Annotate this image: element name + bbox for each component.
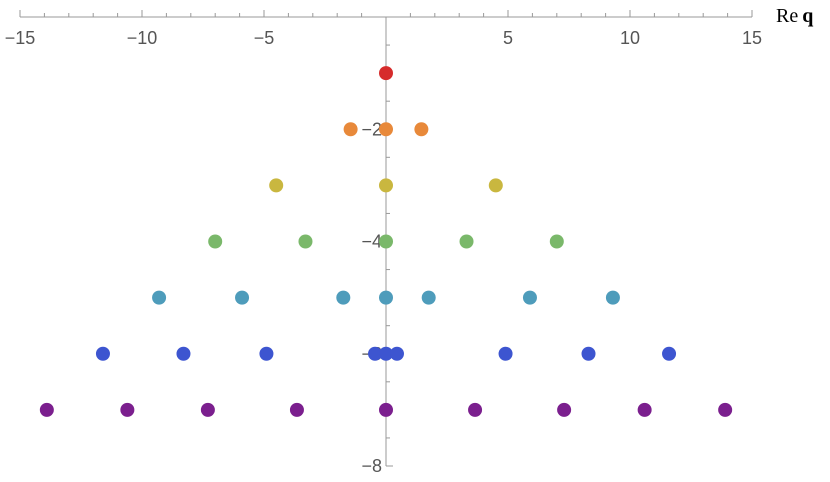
data-point [662, 346, 677, 361]
x-tick-label: 5 [503, 28, 513, 48]
data-point [637, 402, 652, 417]
y-tick-label: −4 [361, 232, 382, 252]
data-point [379, 122, 393, 137]
data-point [498, 346, 513, 361]
data-point [718, 402, 733, 417]
data-point [468, 402, 483, 417]
data-point [379, 346, 393, 361]
data-point [259, 346, 274, 361]
x-tick-label: −10 [127, 28, 158, 48]
data-point [152, 290, 167, 305]
data-point [208, 234, 223, 249]
data-point [269, 178, 284, 193]
data-point [557, 402, 572, 417]
data-point [39, 402, 54, 417]
data-point [379, 290, 393, 305]
data-point [200, 402, 215, 417]
data-point [176, 346, 191, 361]
data-point [549, 234, 564, 249]
data-point [298, 234, 313, 249]
data-point [379, 66, 393, 81]
data-point [289, 402, 304, 417]
x-tick-label: −5 [254, 28, 275, 48]
x-axis-label-symbol: q [802, 5, 813, 27]
data-point [95, 346, 110, 361]
data-point [120, 402, 135, 417]
data-point [522, 290, 537, 305]
data-point [379, 402, 393, 417]
y-tick-label: −8 [361, 456, 382, 476]
data-point [605, 290, 620, 305]
data-point [336, 290, 351, 305]
data-point [368, 346, 383, 361]
y-tick-label: −2 [361, 119, 382, 139]
x-axis-label-prefix: Re [776, 5, 802, 27]
data-point [488, 178, 503, 193]
x-tick-label: −15 [5, 28, 36, 48]
data-point [343, 122, 358, 137]
data-point [421, 290, 436, 305]
data-point [581, 346, 596, 361]
x-axis-label: Re q [776, 5, 813, 27]
data-point [414, 122, 429, 137]
data-point [235, 290, 250, 305]
data-point [379, 178, 393, 193]
data-points [39, 66, 733, 417]
data-point [459, 234, 474, 249]
data-point [379, 234, 393, 249]
x-tick-label: 10 [620, 28, 640, 48]
x-tick-label: 15 [742, 28, 762, 48]
data-point [389, 346, 404, 361]
